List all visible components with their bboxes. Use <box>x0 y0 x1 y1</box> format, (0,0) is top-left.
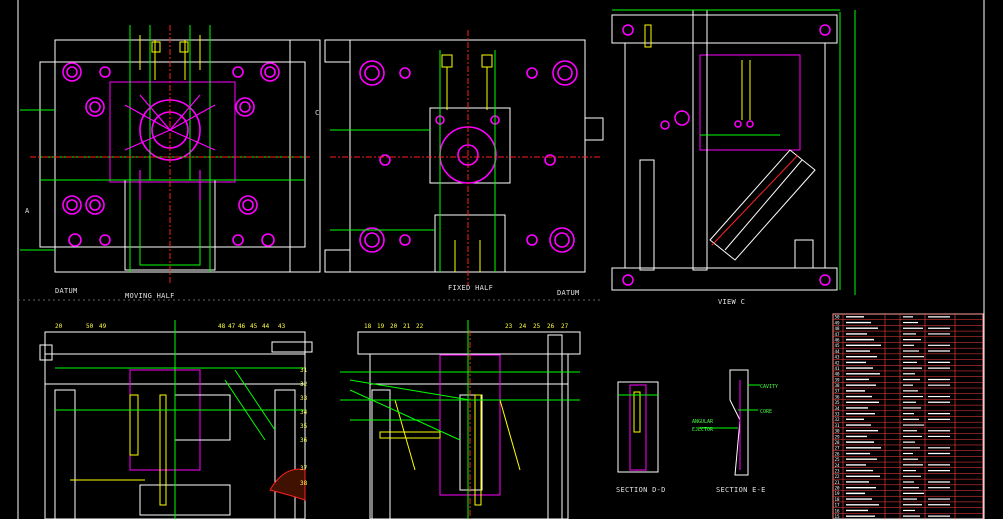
bom-table: 5049484746454443424140393837363534333231… <box>832 313 984 519</box>
moving-half-label: MOVING HALF <box>125 292 175 300</box>
bom-row-number: 47 <box>835 332 841 337</box>
bom-row-number: 39 <box>835 377 841 382</box>
bom-row-number: 34 <box>835 406 841 411</box>
angular-callout: ANGULAR <box>692 419 714 425</box>
callout-26: 26 <box>547 323 555 330</box>
callout-49: 49 <box>99 323 107 330</box>
datum-left-label: DATUM <box>55 287 78 295</box>
bom-row-number: 18 <box>835 497 841 502</box>
bom-row-number: 46 <box>835 337 841 342</box>
section-middle-view: 18 19 20 21 22 23 24 25 26 27 <box>340 320 581 519</box>
section-dd-view: SECTION D-D <box>616 381 666 494</box>
bom-row-number: 17 <box>835 503 841 508</box>
callout-48: 48 <box>218 323 226 330</box>
core-callout: CORE <box>760 409 772 415</box>
bom-row-number: 23 <box>835 468 841 473</box>
callout-19: 19 <box>377 323 385 330</box>
bom-row-number: 15 <box>835 514 841 519</box>
section-dd-label: SECTION D-D <box>616 486 666 494</box>
bom-row-number: 49 <box>835 320 841 325</box>
bom-row-number: 31 <box>835 423 841 428</box>
bom-row-number: 37 <box>835 389 841 394</box>
datum-right-label: DATUM <box>557 289 580 297</box>
bom-row-number: 33 <box>835 412 841 417</box>
bom-row-number: 50 <box>835 315 841 320</box>
fixed-half-view: FIXED HALF DATUM C <box>315 30 604 297</box>
callout-20: 20 <box>55 323 63 330</box>
marker-c-label: C <box>315 109 320 117</box>
callout-36: 36 <box>300 437 308 444</box>
bom-row-number: 41 <box>835 366 841 371</box>
view-c: VIEW C <box>611 9 856 306</box>
callout-24: 24 <box>519 323 527 330</box>
bom-row-number: 48 <box>835 326 841 331</box>
bom-row-number: 45 <box>835 343 841 348</box>
callout-18: 18 <box>364 323 372 330</box>
bom-row-number: 30 <box>835 429 841 434</box>
callout-22: 22 <box>416 323 424 330</box>
callout-20b: 20 <box>390 323 398 330</box>
callout-31: 31 <box>300 367 308 374</box>
bom-row-number: 29 <box>835 434 841 439</box>
bom-row-number: 44 <box>835 349 841 354</box>
section-left-view: 20 50 49 48 47 46 45 44 43 31 32 33 34 3… <box>39 320 313 519</box>
bom-row-number: 24 <box>835 463 841 468</box>
view-c-label: VIEW C <box>718 298 745 306</box>
sheet-border <box>17 0 985 519</box>
bom-row-number: 38 <box>835 383 841 388</box>
bom-row-number: 16 <box>835 508 841 513</box>
callout-21: 21 <box>403 323 411 330</box>
section-ee-view: CAVITY CORE ANGULAR EJECTOR SECTION E-E <box>692 369 778 494</box>
callout-45: 45 <box>250 323 258 330</box>
bom-row-number: 32 <box>835 417 841 422</box>
callout-35: 35 <box>300 423 308 430</box>
bom-row-number: 20 <box>835 486 841 491</box>
bom-row-number: 19 <box>835 491 841 496</box>
callout-44: 44 <box>262 323 270 330</box>
bom-row-number: 36 <box>835 394 841 399</box>
callout-46: 46 <box>238 323 246 330</box>
callout-37: 37 <box>300 465 308 472</box>
bom-row-number: 22 <box>835 474 841 479</box>
bom-row-number: 25 <box>835 457 841 462</box>
bom-row-number: 43 <box>835 355 841 360</box>
callout-23: 23 <box>505 323 513 330</box>
moving-half-view: MOVING HALF DATUM A <box>20 25 321 300</box>
callout-27: 27 <box>561 323 569 330</box>
callout-47: 47 <box>228 323 236 330</box>
callout-43: 43 <box>278 323 286 330</box>
ejector-callout: EJECTOR <box>692 427 714 433</box>
bom-row-number: 42 <box>835 360 841 365</box>
bom-row-number: 21 <box>835 480 841 485</box>
bom-row-number: 35 <box>835 400 841 405</box>
cavity-callout: CAVITY <box>760 384 778 390</box>
callout-25: 25 <box>533 323 541 330</box>
section-ee-label: SECTION E-E <box>716 486 766 494</box>
bom-row-number: 26 <box>835 451 841 456</box>
callout-50: 50 <box>86 323 94 330</box>
fixed-half-label: FIXED HALF <box>448 284 493 292</box>
bom-row-number: 27 <box>835 446 841 451</box>
callout-34: 34 <box>300 409 308 416</box>
marker-a-label: A <box>25 207 30 215</box>
callout-33: 33 <box>300 395 308 402</box>
callout-32: 32 <box>300 381 308 388</box>
bom-row-number: 28 <box>835 440 841 445</box>
bom-row-number: 40 <box>835 372 841 377</box>
callout-38: 38 <box>300 480 308 487</box>
